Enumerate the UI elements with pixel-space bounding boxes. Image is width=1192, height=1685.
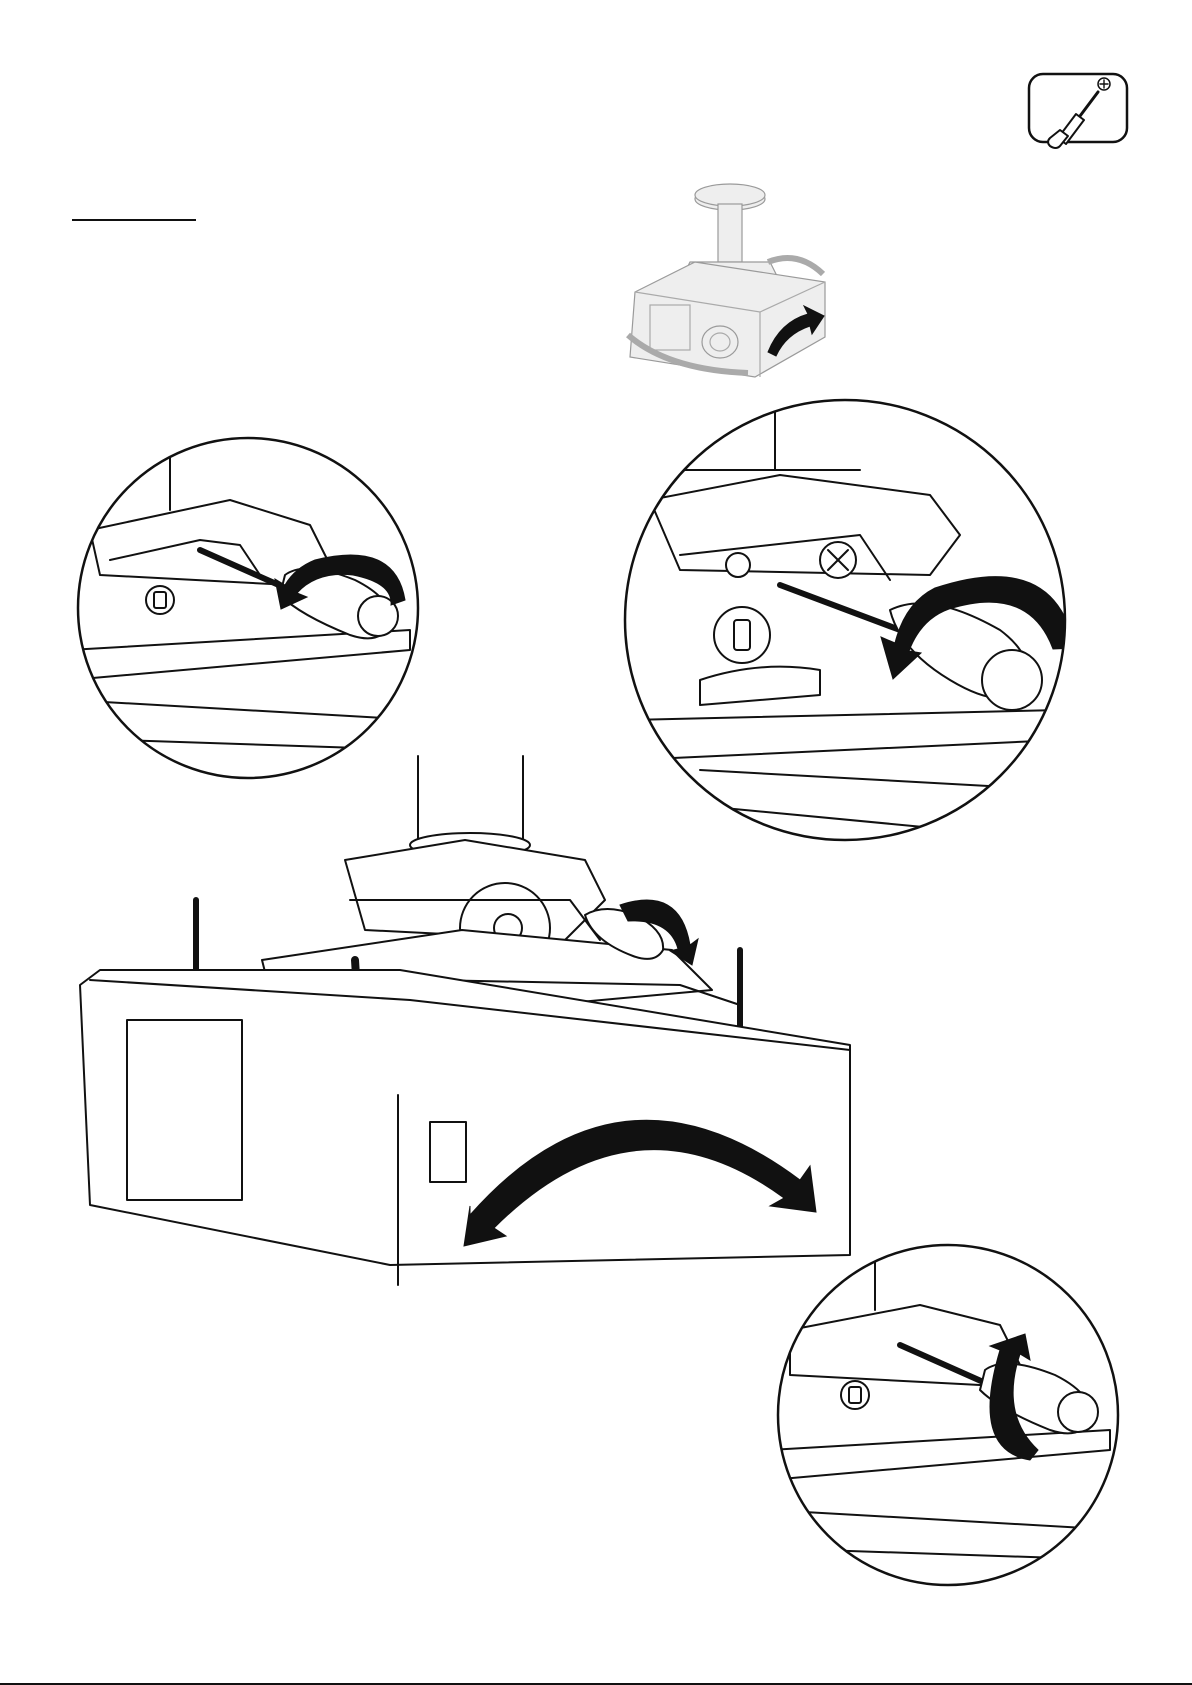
- projector-with-mount: [0, 0, 1192, 1685]
